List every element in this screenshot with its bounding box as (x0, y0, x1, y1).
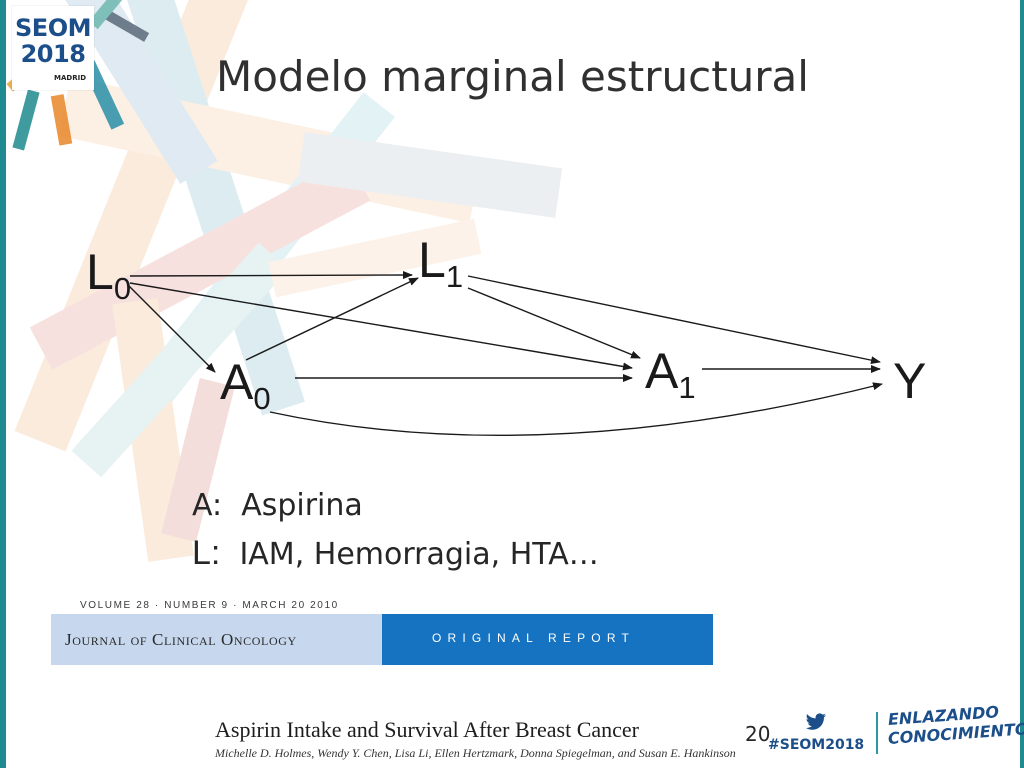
node-l0: L0 (86, 244, 131, 306)
legend-a-line: A: Aspirina (192, 488, 363, 523)
slide-title: Modelo marginal estructural (216, 52, 809, 101)
logo-text-seom: SEOM (15, 14, 91, 42)
edge-a0-y (269, 382, 883, 437)
legend-l-text: IAM, Hemorragia, HTA… (239, 537, 599, 572)
article-authors: Michelle D. Holmes, Wendy Y. Chen, Lisa … (215, 746, 736, 760)
journal-report-banner: ORIGINAL REPORT (382, 614, 713, 665)
legend-a-text: Aspirina (241, 488, 363, 523)
left-accent-bar (0, 0, 6, 768)
journal-issue-line: VOLUME 28 · NUMBER 9 · MARCH 20 2010 (80, 600, 339, 611)
logo-text-city: MADRID (54, 74, 86, 82)
page-number: 20 (745, 722, 771, 746)
node-l1: L1 (418, 232, 463, 294)
node-a0: A0 (220, 354, 271, 416)
edge-l1-y (467, 275, 881, 365)
edge-l0-a1 (129, 282, 633, 371)
legend-l-line: L: IAM, Hemorragia, HTA… (192, 534, 599, 573)
edge-l1-a1 (467, 287, 641, 359)
journal-report-label: ORIGINAL REPORT (432, 631, 636, 645)
logo-text-year: 2018 (20, 40, 86, 68)
legend-l-key: L: (192, 534, 221, 572)
seom-logo: SEOM 2018 MADRID (12, 6, 94, 90)
legend-a-key: A: (192, 488, 223, 523)
right-accent-bar (1020, 0, 1024, 768)
article-title: Aspirin Intake and Survival After Breast… (215, 717, 639, 742)
node-a1: A1 (645, 343, 696, 405)
edge-a0-l1 (245, 277, 419, 361)
twitter-bird-icon (805, 713, 826, 730)
edge-l0-l1 (129, 271, 413, 280)
node-y: Y (893, 353, 926, 409)
event-hashtag: #SEOM2018 (768, 737, 865, 753)
footer-divider (876, 712, 878, 754)
journal-name: Journal of Clinical Oncology (65, 630, 297, 649)
journal-name-banner: Journal of Clinical Oncology (51, 614, 382, 665)
edge-l0-a0 (127, 284, 216, 373)
